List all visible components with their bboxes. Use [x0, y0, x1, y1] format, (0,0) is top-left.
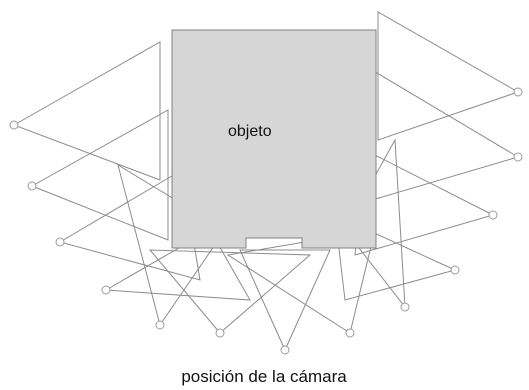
object-shape — [171, 29, 377, 249]
camera-position-marker — [513, 87, 523, 97]
camera-position-marker — [450, 265, 460, 275]
camera-position-marker — [215, 328, 225, 338]
camera-position-marker — [345, 328, 355, 338]
object-label: objeto — [228, 123, 272, 140]
camera-position-marker — [55, 237, 65, 247]
camera-position-marker — [155, 320, 165, 330]
camera-position-marker — [280, 345, 290, 355]
frustum-bottom-center — [239, 249, 331, 352]
camera-position-marker — [27, 181, 37, 191]
frustum-right-1 — [377, 11, 520, 141]
frustum-right-4 — [334, 214, 457, 301]
frustum-left-1 — [12, 41, 161, 181]
caption-camera-position: posición de la cámara — [181, 367, 347, 386]
camera-position-marker — [101, 285, 111, 295]
camera-position-marker — [400, 302, 410, 312]
camera-position-marker — [488, 210, 498, 220]
camera-position-marker — [9, 120, 19, 130]
camera-positions — [9, 87, 523, 355]
camera-position-marker — [513, 152, 523, 162]
frustum-left-6 — [148, 249, 312, 334]
frustum-left-2 — [30, 109, 169, 241]
